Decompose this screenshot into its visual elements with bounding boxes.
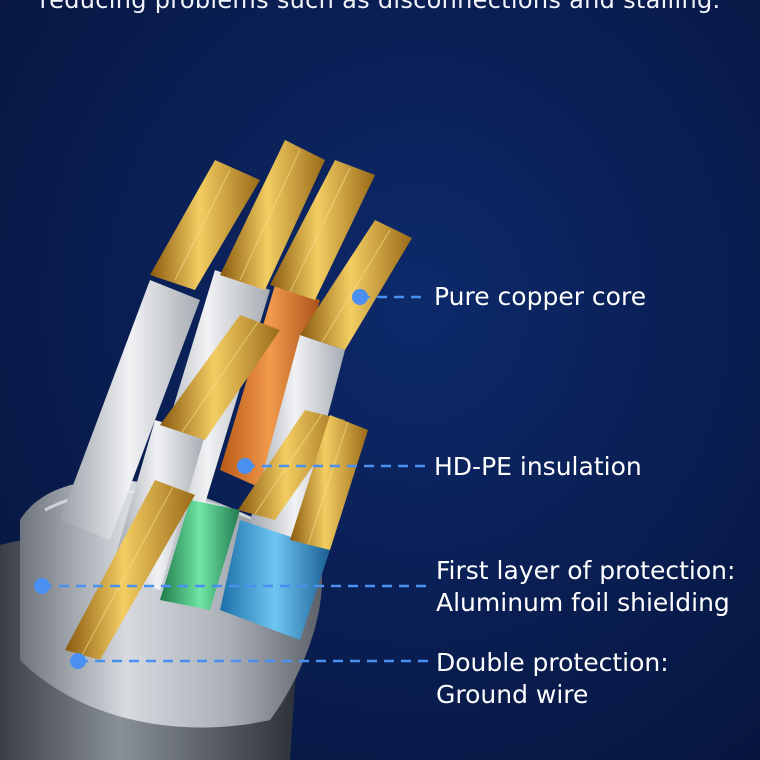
callout-line: Double protection: (436, 648, 669, 677)
callout-line: HD-PE insulation (434, 452, 642, 481)
pointer-dot-insulation (237, 458, 253, 474)
pointer-dot-copper (352, 289, 368, 305)
callout-aluminum-foil-shielding: First layer of protection: Aluminum foil… (436, 555, 735, 619)
white-wire-left (60, 280, 200, 540)
top-caption: reducing problems such as disconnections… (39, 0, 721, 14)
callout-line: Ground wire (436, 680, 589, 709)
pointer-dot-foil (34, 578, 50, 594)
callout-pure-copper-core: Pure copper core (434, 281, 646, 313)
blue-wire (220, 520, 330, 640)
pointer-dot-ground (70, 653, 86, 669)
orange-wire (220, 285, 320, 490)
callout-line: First layer of protection: (436, 556, 736, 585)
callout-line: Aluminum foil shielding (436, 588, 730, 617)
callout-line: Pure copper core (434, 282, 647, 311)
callout-hdpe-insulation: HD-PE insulation (434, 451, 642, 483)
callout-pointers (42, 295, 428, 663)
callout-ground-wire: Double protection: Ground wire (436, 647, 669, 711)
green-wire (160, 500, 240, 610)
copper-strands (65, 140, 412, 660)
